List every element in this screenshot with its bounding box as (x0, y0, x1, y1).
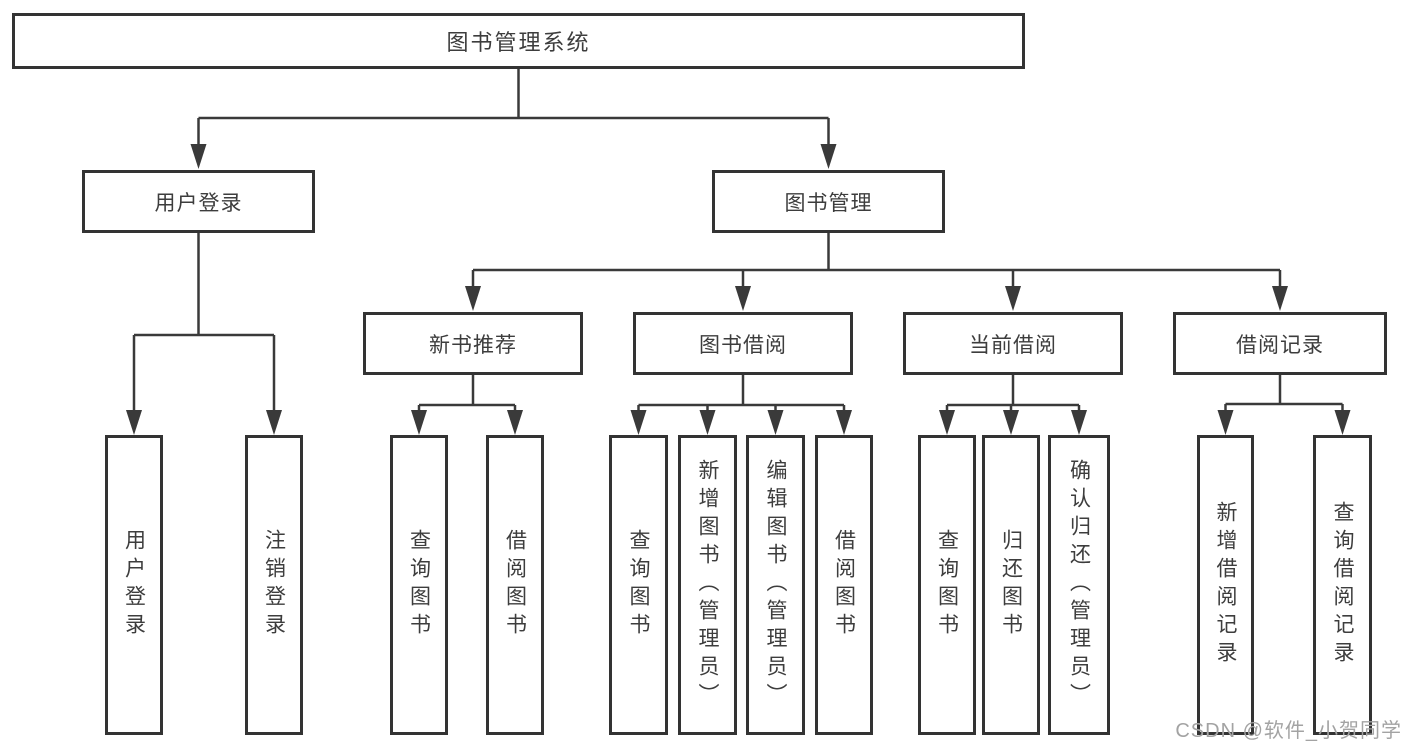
csdn-watermark: CSDN @软件_小贺同学 (1175, 720, 1402, 742)
leaf-nb-query-books: 查询图书 (390, 435, 448, 735)
leaf-cb-return-books: 归还图书 (982, 435, 1040, 735)
node-label: 查询图书 (627, 529, 651, 641)
node-book-borrow: 图书借阅 (633, 312, 853, 375)
leaf-br-query-record: 查询借阅记录 (1313, 435, 1372, 735)
node-label: 借阅图书 (503, 529, 527, 641)
leaf-bb-edit-books-admin: 编辑图书（管理员） (746, 435, 805, 735)
node-label: 用户登录 (122, 529, 146, 641)
node-library-management-system: 图书管理系统 (12, 13, 1025, 69)
node-label: 当前借阅 (969, 333, 1057, 357)
node-label: 新增借阅记录 (1214, 501, 1238, 669)
node-current-borrow: 当前借阅 (903, 312, 1123, 375)
node-label: 图书借阅 (699, 333, 787, 357)
node-label: 图书管理系统 (446, 30, 591, 55)
node-label: 用户登录 (154, 191, 243, 215)
node-label: 查询图书 (935, 529, 959, 641)
node-label: 查询图书 (407, 529, 431, 641)
arrowheads (126, 144, 1351, 435)
leaf-bb-add-books-admin: 新增图书（管理员） (678, 435, 737, 735)
node-new-book-recommend: 新书推荐 (363, 312, 583, 375)
node-label: 编辑图书（管理员） (764, 459, 788, 711)
node-user-login: 用户登录 (82, 170, 315, 233)
leaf-bb-borrow-books: 借阅图书 (815, 435, 873, 735)
node-book-management: 图书管理 (712, 170, 945, 233)
leaf-cb-query-books: 查询图书 (918, 435, 976, 735)
node-label: 新增图书（管理员） (696, 459, 720, 711)
node-label: 新书推荐 (429, 333, 517, 357)
node-label: 确认归还（管理员） (1067, 459, 1091, 711)
node-label: 归还图书 (999, 529, 1023, 641)
node-borrow-records: 借阅记录 (1173, 312, 1387, 375)
node-label: 借阅图书 (832, 529, 856, 641)
leaf-nb-borrow-books: 借阅图书 (486, 435, 544, 735)
leaf-logout-login: 注销登录 (245, 435, 303, 735)
node-label: 借阅记录 (1236, 333, 1324, 357)
leaf-user-login: 用户登录 (105, 435, 163, 735)
node-label: 图书管理 (784, 191, 873, 215)
node-label: 注销登录 (262, 529, 286, 641)
leaf-bb-query-books: 查询图书 (609, 435, 668, 735)
leaf-cb-confirm-return-admin: 确认归还（管理员） (1048, 435, 1110, 735)
leaf-br-add-record: 新增借阅记录 (1197, 435, 1254, 735)
node-label: 查询借阅记录 (1331, 501, 1355, 669)
